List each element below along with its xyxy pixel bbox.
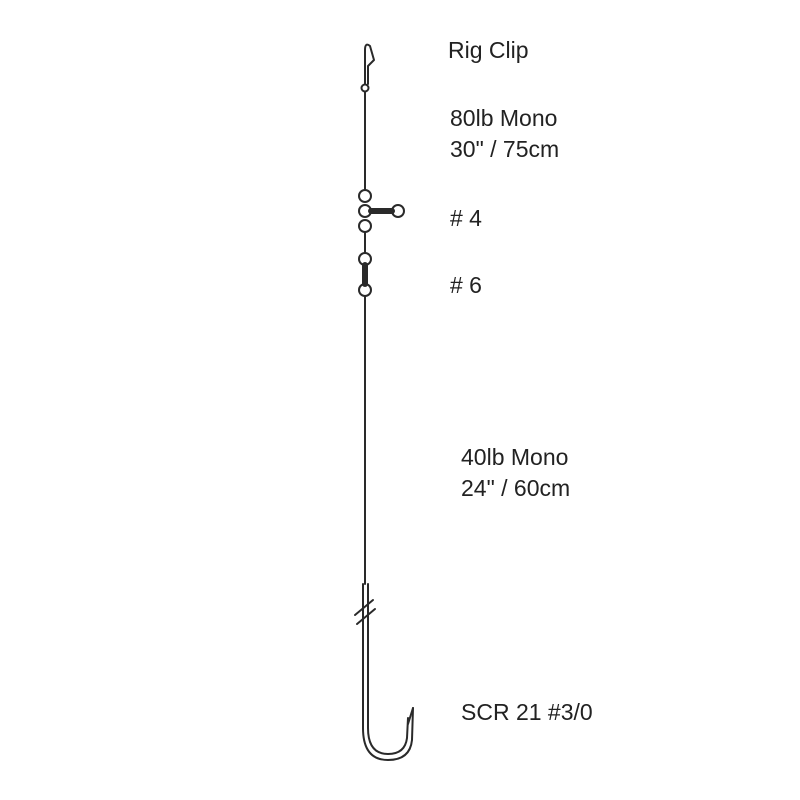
hook-line-length-text: 24" / 60cm (461, 475, 571, 501)
swivel-top-text: # 4 (450, 205, 482, 231)
label-hook-line: 40lb Mono 24" / 60cm (461, 442, 570, 504)
label-main-line: 80lb Mono 30" / 75cm (450, 103, 559, 165)
hook-bend-inner (367, 717, 409, 755)
snell-wrap-mark-2 (356, 608, 376, 625)
swivel-bottom-text: # 6 (450, 272, 482, 298)
hook-line-weight-text: 40lb Mono (461, 444, 569, 470)
swivel-4-bead-bottom (358, 219, 372, 233)
main-line-weight-text: 80lb Mono (450, 105, 558, 131)
label-swivel-top: # 4 (450, 203, 482, 234)
hook-text: SCR 21 #3/0 (461, 699, 593, 725)
swivel-4-bead-top (358, 189, 372, 203)
label-swivel-bottom: # 6 (450, 270, 482, 301)
main-line-length-text: 30" / 75cm (450, 136, 560, 162)
hook-barb-icon (407, 707, 414, 725)
rig-clip-icon (364, 43, 375, 85)
clip-ring-icon (360, 83, 370, 93)
label-rig-clip: Rig Clip (448, 35, 529, 66)
hook-icon (362, 707, 414, 761)
label-hook: SCR 21 #3/0 (461, 697, 593, 728)
rig-clip-text: Rig Clip (448, 37, 529, 63)
swivel-4-eye (391, 204, 405, 218)
